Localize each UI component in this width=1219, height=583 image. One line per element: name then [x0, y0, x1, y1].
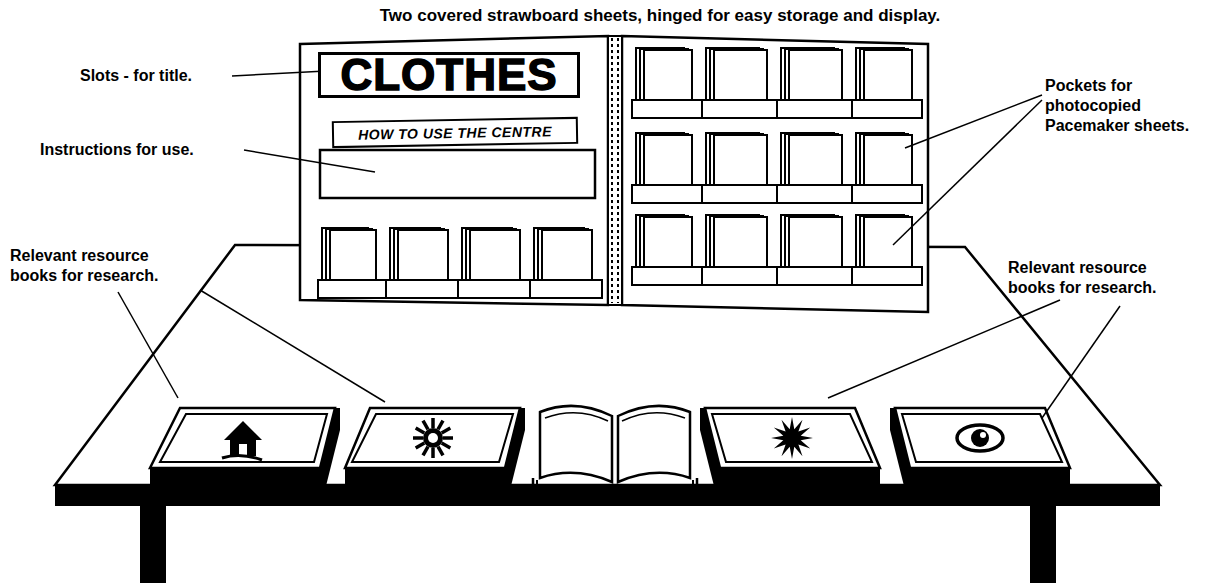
- book-cover-border: [902, 414, 1062, 462]
- star-burst: [771, 417, 813, 459]
- eye-iris: [971, 429, 989, 447]
- callout-label: Slots - for title.: [80, 66, 250, 86]
- board-left-sheet: [300, 36, 608, 305]
- sun-ray: [431, 448, 435, 458]
- pacemaker-sheet: [714, 50, 767, 100]
- pocket: [702, 267, 777, 285]
- pacemaker-sheet: [330, 230, 376, 280]
- pacemaker-sheet: [789, 50, 842, 100]
- book-base: [345, 408, 525, 490]
- table-leg: [140, 505, 166, 583]
- sun-ray: [443, 436, 453, 440]
- board-right-sheet: [622, 36, 928, 312]
- open-book-page-edge: [545, 413, 685, 421]
- callout-label: Relevant resource books for research.: [10, 246, 195, 286]
- leader-line: [244, 150, 375, 172]
- open-book-base: [533, 478, 697, 492]
- pacemaker-sheet: [864, 217, 912, 267]
- sun-ray: [442, 443, 451, 448]
- instructions-box: [320, 150, 595, 198]
- leader-line: [118, 292, 178, 398]
- heading-text: HOW TO USE THE CENTRE: [358, 123, 552, 142]
- pocket: [777, 185, 852, 203]
- hinge-stitch: [611, 38, 613, 303]
- book-cover-border: [352, 414, 513, 462]
- book-cover-border: [160, 414, 327, 462]
- pacemaker-sheet: [789, 135, 842, 185]
- pocket: [386, 280, 458, 298]
- pocket: [632, 267, 702, 285]
- callout-label: Instructions for use.: [40, 140, 250, 160]
- pacemaker-sheet: [714, 135, 767, 185]
- leader-line: [828, 300, 1060, 398]
- pocket: [777, 267, 852, 285]
- pacemaker-sheet: [789, 217, 842, 267]
- pacemaker-sheet: [644, 217, 692, 267]
- heading-slot: HOW TO USE THE CENTRE: [332, 117, 578, 148]
- sun-centre: [428, 433, 438, 443]
- sun-ray: [438, 421, 443, 430]
- book-base: [890, 408, 1070, 490]
- pacemaker-sheet: [644, 50, 692, 100]
- title-text: CLOTHES: [340, 55, 557, 95]
- open-book-base: [537, 480, 693, 487]
- star-icon: [771, 417, 813, 459]
- pocket: [458, 280, 530, 298]
- pocket: [852, 100, 922, 118]
- leader-line: [1042, 306, 1120, 418]
- book-base: [700, 408, 880, 490]
- eye-icon: [957, 425, 1003, 451]
- pacemaker-sheet: [398, 230, 448, 280]
- board-caption: Two covered strawboard sheets, hinged fo…: [210, 6, 1110, 26]
- sun-ray: [416, 428, 425, 433]
- book-cover: [895, 408, 1070, 468]
- sun-ray: [423, 421, 428, 430]
- hinge: [608, 36, 622, 305]
- eye-pupil: [980, 432, 986, 438]
- pacemaker-sheet: [470, 230, 520, 280]
- pocket: [702, 100, 777, 118]
- leader-line: [905, 95, 1042, 148]
- pacemaker-sheet: [644, 135, 692, 185]
- pacemaker-sheet: [864, 50, 912, 100]
- leader-line: [200, 290, 385, 402]
- pocket: [318, 280, 386, 298]
- pocket: [852, 267, 922, 285]
- pocket: [852, 185, 922, 203]
- pocket: [632, 185, 702, 203]
- hinge-stitch: [617, 38, 619, 303]
- sun-ray: [442, 428, 451, 433]
- sun-ray: [431, 418, 435, 428]
- pacemaker-sheet: [864, 135, 912, 185]
- pocket: [632, 100, 702, 118]
- book-cover-border: [712, 414, 872, 462]
- sun-icon: [413, 418, 453, 458]
- book-cover: [705, 408, 880, 468]
- sun-ray: [413, 436, 423, 440]
- pacemaker-sheet: [542, 230, 592, 280]
- callout-label: Relevant resource books for research.: [1008, 258, 1193, 298]
- house-icon: [224, 421, 262, 456]
- sun-ray: [438, 447, 443, 456]
- pocket: [530, 280, 602, 298]
- book-base: [150, 408, 340, 490]
- callout-label: Pockets for photocopied Pacemaker sheets…: [1045, 76, 1205, 136]
- book-cover: [150, 408, 335, 468]
- leader-line: [893, 100, 1042, 245]
- sun-ray: [416, 443, 425, 448]
- sun-ray: [423, 447, 428, 456]
- pocket: [702, 185, 777, 203]
- pocket: [777, 100, 852, 118]
- pockets: [318, 48, 922, 298]
- table-leg: [1030, 505, 1056, 583]
- book-cover: [345, 408, 520, 468]
- sun-disc: [423, 428, 443, 448]
- title-slot: CLOTHES: [318, 52, 580, 98]
- pacemaker-sheet: [714, 217, 767, 267]
- house-road: [222, 455, 262, 460]
